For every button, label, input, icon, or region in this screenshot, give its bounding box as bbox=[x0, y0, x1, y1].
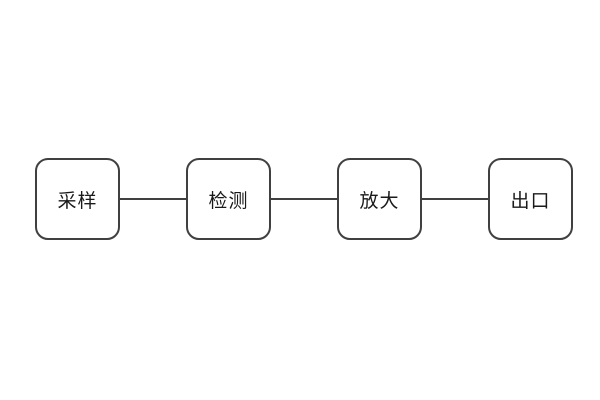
flow-node-output: 出口 bbox=[488, 158, 573, 240]
flow-node-sampling: 采样 bbox=[35, 158, 120, 240]
flow-node-label: 放大 bbox=[359, 190, 400, 212]
flow-node-label: 采样 bbox=[57, 190, 98, 212]
connector-detection-amplification bbox=[271, 198, 337, 200]
connector-amplification-output bbox=[422, 198, 488, 200]
flow-node-amplification: 放大 bbox=[337, 158, 422, 240]
flow-node-label: 检测 bbox=[208, 190, 249, 212]
flow-node-detection: 检测 bbox=[186, 158, 271, 240]
flow-node-label: 出口 bbox=[510, 190, 551, 212]
connector-sampling-detection bbox=[120, 198, 186, 200]
